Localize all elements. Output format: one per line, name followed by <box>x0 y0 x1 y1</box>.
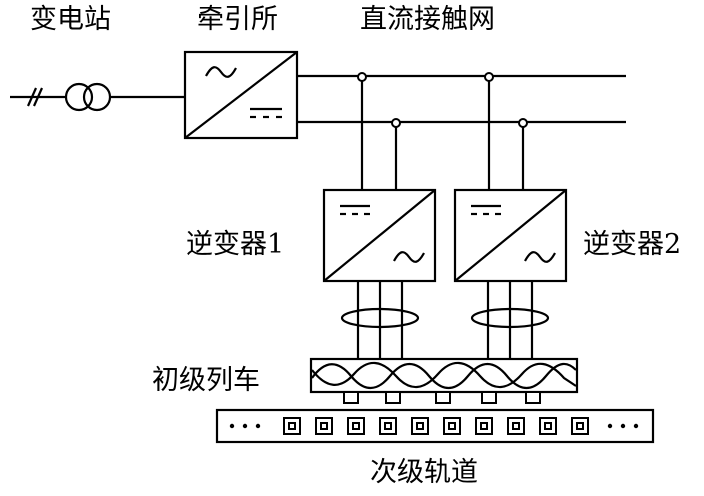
primary-traveling-wave <box>311 362 577 390</box>
rail-segment <box>347 417 365 435</box>
substation-label: 变电站 <box>30 4 111 35</box>
rail-segment <box>283 417 301 435</box>
rail-continuation-dot <box>255 423 261 429</box>
rail-continuation-dot <box>607 423 613 429</box>
rail-segment <box>507 417 525 435</box>
inverter2-ac-symbol <box>524 251 556 263</box>
inverter1-diagonal <box>323 189 436 282</box>
incoming-line-tick <box>32 87 44 107</box>
rail-continuation-dot <box>620 423 626 429</box>
rail-segment <box>443 417 461 435</box>
train-wheel-block <box>525 391 541 404</box>
train-wheel-block <box>385 391 401 404</box>
inverter2-diagonal <box>454 189 567 282</box>
inverter2-label: 逆变器2 <box>583 229 682 260</box>
rail-continuation-dot <box>229 423 235 429</box>
rail-segment <box>571 417 589 435</box>
bus-tap-node <box>484 72 494 82</box>
train-wheel-block <box>481 391 497 404</box>
bus-tap-node <box>391 118 401 128</box>
rectifier-box <box>183 50 299 140</box>
primary-traveling-wave <box>311 361 577 389</box>
bus-tap-node <box>518 118 528 128</box>
rectifier-ac-symbol <box>205 66 237 78</box>
inverter1-label: 逆变器1 <box>186 229 285 260</box>
inverter1-ac-symbol <box>393 251 425 263</box>
transformer-icon <box>82 82 112 112</box>
secondary-rail-box <box>215 408 655 444</box>
transformer-icon <box>64 82 94 112</box>
rail-segment <box>315 417 333 435</box>
bus-tap-node <box>357 72 367 82</box>
rail-segment <box>539 417 557 435</box>
rectifier-diagonal <box>184 51 298 139</box>
train-wheel-block <box>435 391 451 404</box>
incoming-line-tick <box>26 87 38 107</box>
train-wheel-block <box>343 391 359 404</box>
traction-substation-label: 牵引所 <box>197 4 278 35</box>
inverter2-cable-bundle <box>470 307 550 329</box>
dc-catenary-label: 直流接触网 <box>360 4 495 35</box>
rail-continuation-dot <box>242 423 248 429</box>
primary-train-label: 初级列车 <box>152 365 260 396</box>
secondary-rail-label: 次级轨道 <box>370 457 478 488</box>
rail-segment <box>475 417 493 435</box>
rail-continuation-dot <box>633 423 639 429</box>
inverter1-cable-bundle <box>340 307 420 329</box>
rail-segment <box>411 417 429 435</box>
rail-segment <box>379 417 397 435</box>
